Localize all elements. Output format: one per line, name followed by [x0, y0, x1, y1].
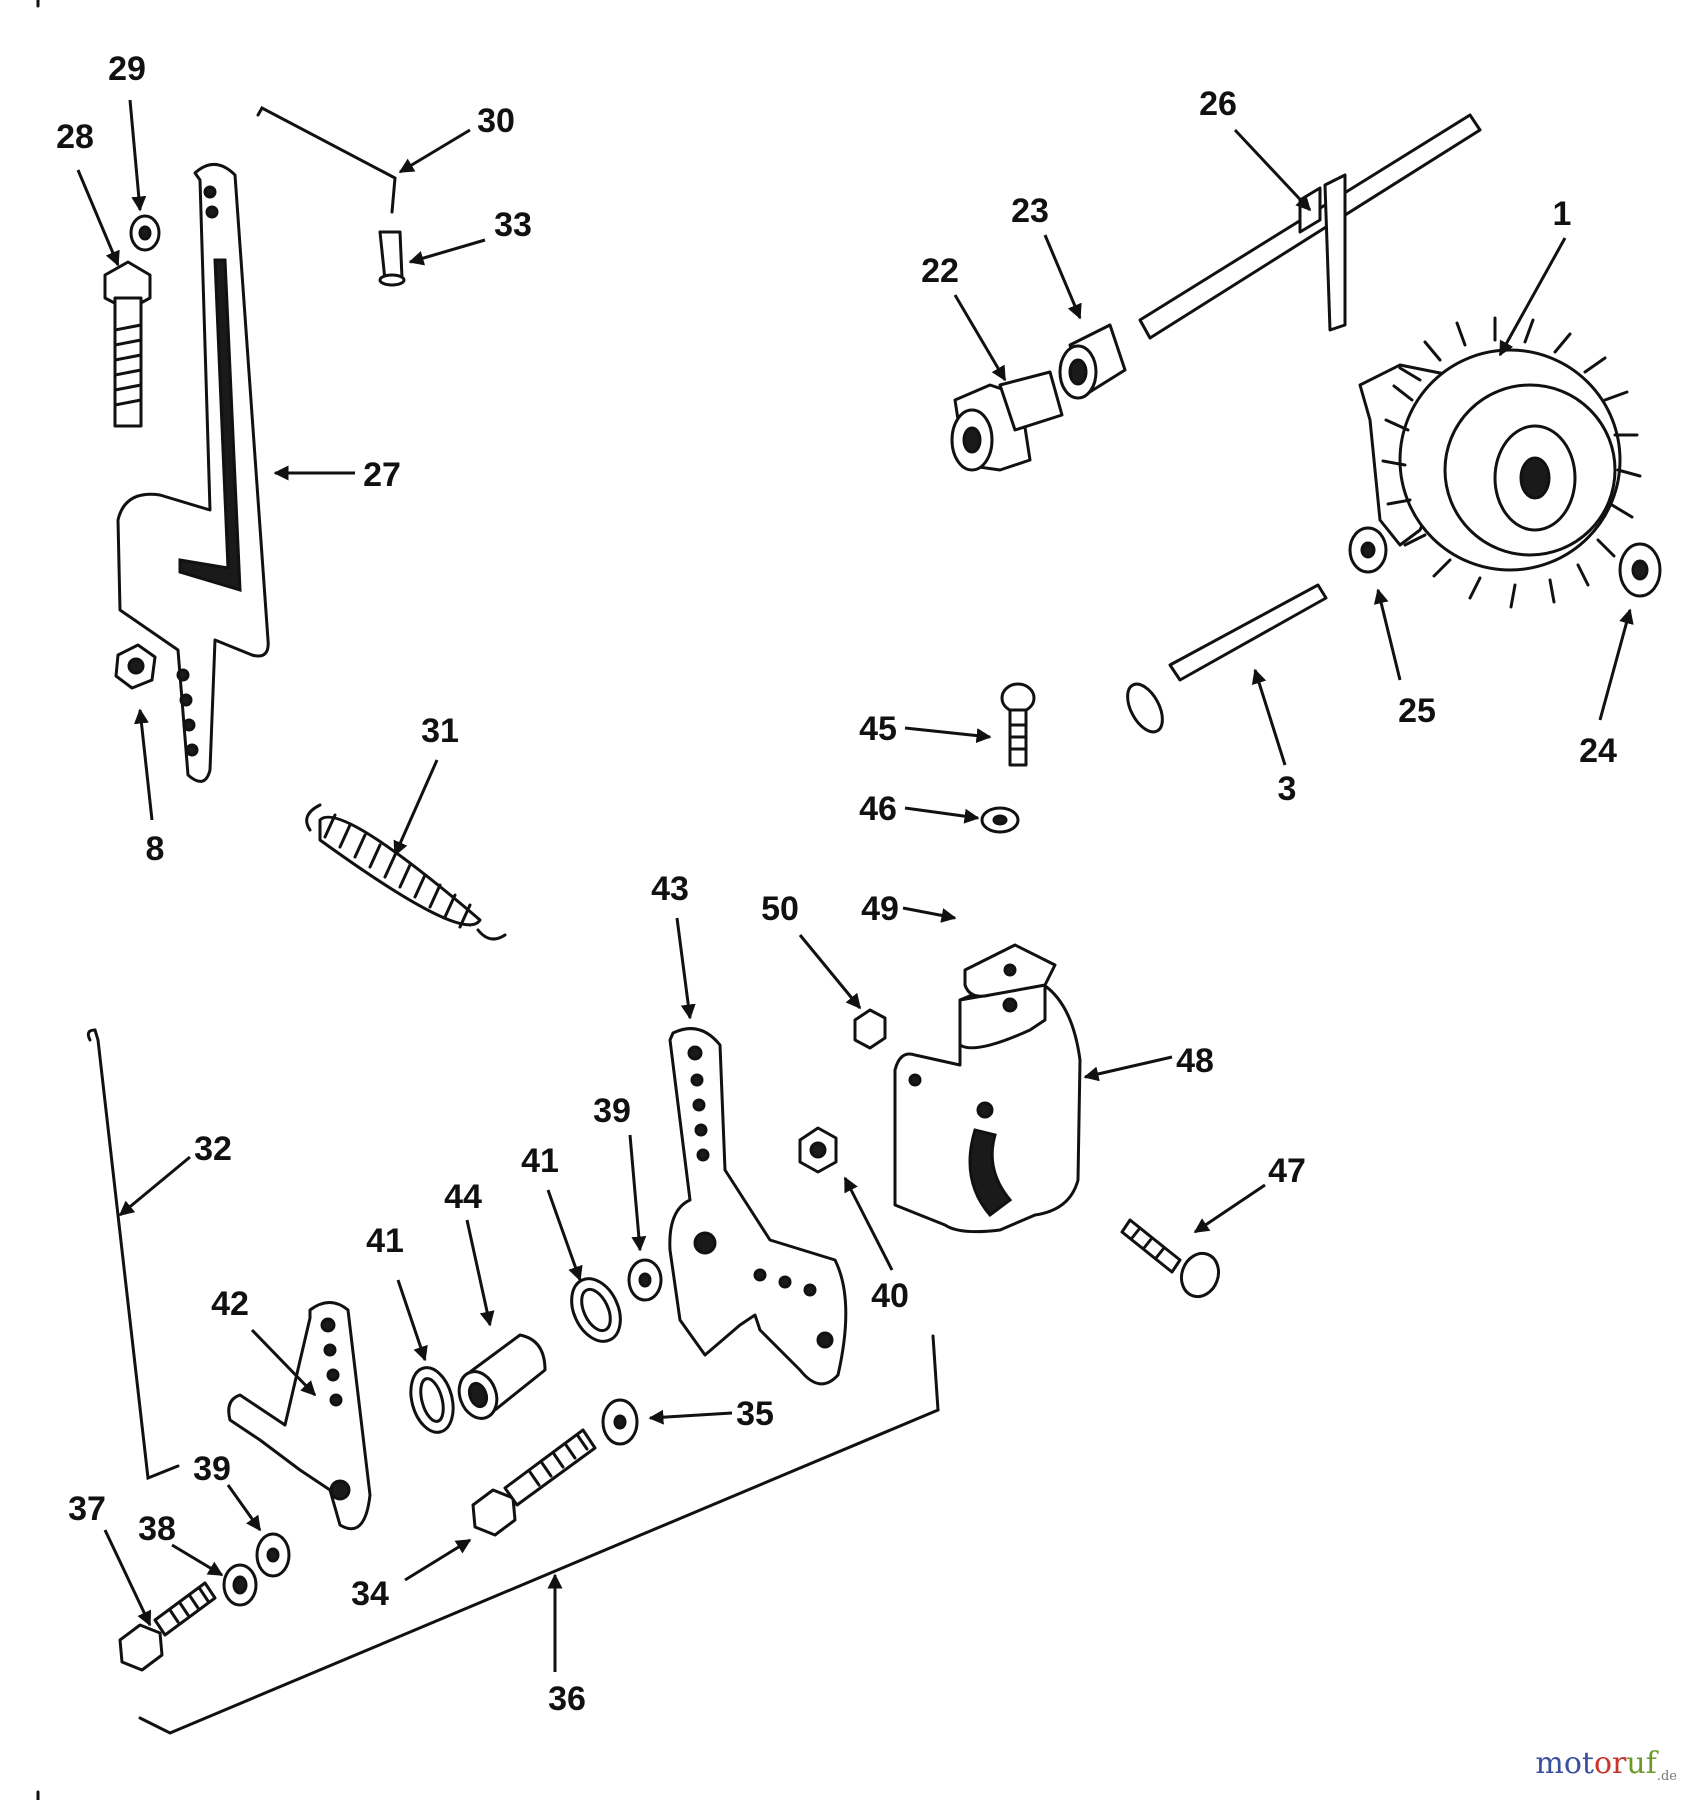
callout-27: 27: [363, 456, 401, 494]
callout-40: 40: [871, 1277, 909, 1315]
callout-30: 30: [477, 102, 515, 140]
nut-part-50: [853, 1008, 887, 1050]
callout-22: 22: [921, 252, 959, 290]
callout-41b: 41: [366, 1222, 404, 1260]
bracket-part-27: [116, 163, 270, 783]
nut-part-8: [114, 643, 157, 690]
bushing-part-23: [1058, 323, 1127, 400]
callout-50: 50: [761, 890, 799, 928]
plug-part-22: [950, 370, 1064, 472]
callout-39a: 39: [593, 1092, 631, 1130]
callout-labels: 1 3 8 22 23 24 25 26 27 28 29 30 31 32 3…: [56, 50, 1617, 1718]
clip-part-49: [963, 943, 1057, 998]
callout-33: 33: [494, 206, 532, 244]
callout-8: 8: [146, 830, 165, 868]
nut-part-40: [798, 1126, 838, 1174]
washer-part-24: [1618, 542, 1662, 598]
callout-34: 34: [351, 1575, 389, 1613]
rod-part-32: [86, 1028, 180, 1481]
ring-part-41a: [409, 1366, 455, 1434]
callout-31: 31: [421, 712, 459, 750]
lever-part-42: [227, 1301, 372, 1531]
watermark-logo: motoruf.de: [1535, 1746, 1677, 1784]
callout-28: 28: [56, 118, 94, 156]
callout-32: 32: [194, 1130, 232, 1168]
callout-25: 25: [1398, 692, 1436, 730]
callout-26: 26: [1199, 85, 1237, 123]
callout-44: 44: [444, 1178, 482, 1216]
callout-29: 29: [108, 50, 146, 88]
eclip-part-46: [980, 806, 1020, 834]
bracket-part-48: [893, 973, 1082, 1234]
callout-49: 49: [861, 890, 899, 928]
callout-24: 24: [1579, 732, 1617, 770]
clip-part-29: [129, 214, 161, 252]
shaft-part-3: [1126, 583, 1328, 734]
spring-part-31: [305, 803, 507, 941]
leader-arrows: [76, 99, 1634, 1672]
screw-part-47: [1120, 1218, 1221, 1299]
washer-part-39b: [255, 1532, 291, 1578]
washer-part-25: [1348, 526, 1388, 574]
callout-37: 37: [68, 1490, 106, 1528]
callout-1: 1: [1553, 195, 1572, 233]
callout-36: 36: [548, 1680, 586, 1718]
callout-41a: 41: [521, 1142, 559, 1180]
watermark-part-3: uf: [1626, 1746, 1657, 1781]
callout-43: 43: [651, 870, 689, 908]
watermark-part-2: or: [1594, 1746, 1627, 1781]
callout-23: 23: [1011, 192, 1049, 230]
callout-47: 47: [1268, 1152, 1306, 1190]
rod-part-30: [256, 105, 397, 214]
callout-35: 35: [736, 1395, 774, 1433]
bolt-part-34: [471, 1428, 597, 1537]
lever-part-43: [668, 1027, 848, 1386]
callout-46: 46: [859, 790, 897, 828]
clip-part-33: [378, 230, 406, 287]
callout-3: 3: [1278, 770, 1297, 808]
ring-part-41b: [570, 1277, 622, 1343]
lockwasher-part-38: [222, 1563, 258, 1607]
callout-45: 45: [859, 710, 897, 748]
bolt-part-28: [103, 260, 152, 428]
bolt-part-37: [118, 1581, 217, 1672]
screw-part-45: [1000, 682, 1036, 767]
callout-48: 48: [1176, 1042, 1214, 1080]
governor-gear-part-1: [1358, 316, 1642, 609]
assembly-bracket-36: [138, 1334, 940, 1735]
callout-39b: 39: [193, 1450, 231, 1488]
washer-part-39a: [627, 1258, 663, 1302]
bushing-part-44: [457, 1333, 547, 1420]
callout-42: 42: [211, 1285, 249, 1323]
shaft-part-26: [1138, 113, 1482, 340]
watermark-suffix: .de: [1656, 1769, 1677, 1784]
washer-part-35: [601, 1398, 639, 1446]
callout-38: 38: [138, 1510, 176, 1548]
watermark-part-1: mot: [1535, 1746, 1594, 1781]
